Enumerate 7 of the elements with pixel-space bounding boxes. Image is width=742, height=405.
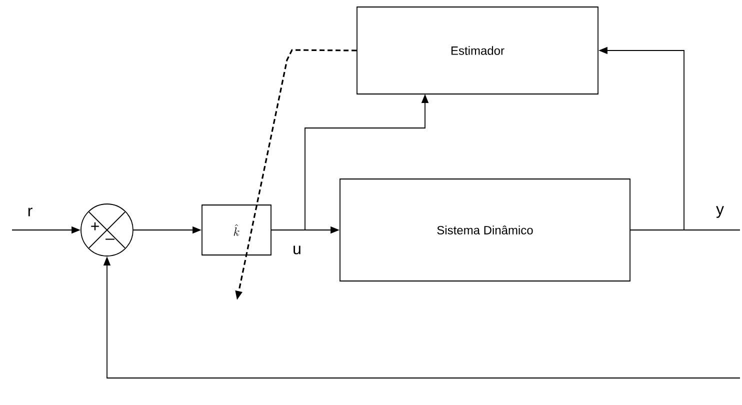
edge-label: u (292, 244, 302, 256)
edge-label: r (26, 206, 34, 218)
estimator-box: Estimador (356, 6, 598, 94)
summing-junction: + – (80, 204, 134, 256)
system-box: Sistema Dinâmico (340, 178, 630, 282)
edge-label: y (715, 205, 725, 219)
gain-box: $\hat{k}$ (202, 204, 272, 256)
